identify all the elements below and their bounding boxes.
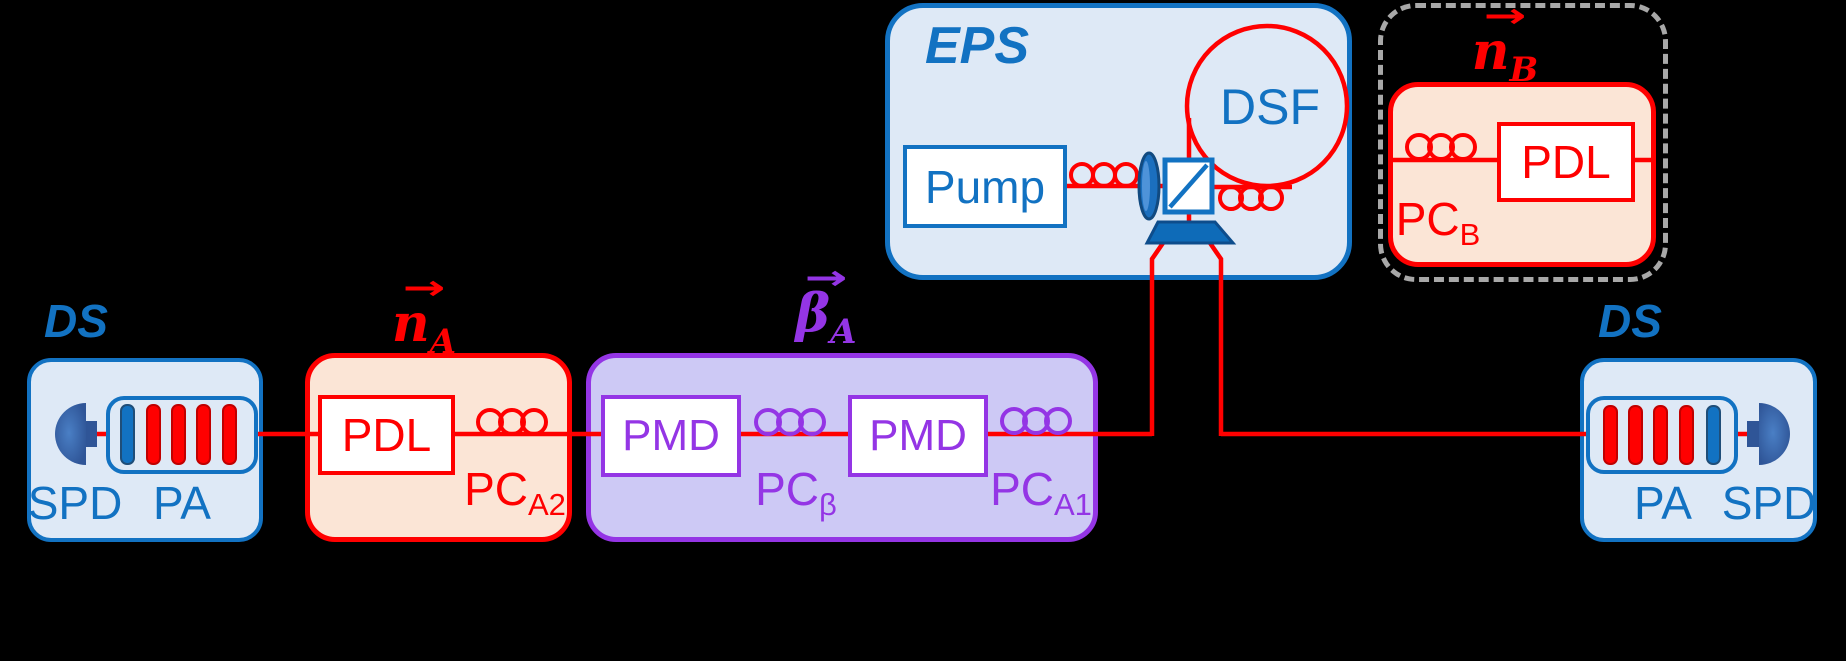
pc-beta-base: PC — [755, 463, 820, 515]
pc-a1-label: PCA1 — [990, 466, 1092, 520]
pc-a1-sub: A1 — [1053, 487, 1092, 522]
pump-label: Pump — [924, 160, 1046, 213]
eps-box — [885, 3, 1352, 280]
dsf-label: DSF — [1220, 79, 1320, 135]
pc-a1-coil-icon — [1000, 407, 1072, 435]
pdl-b-label: PDL — [1521, 136, 1611, 188]
na-vector-sub: A — [429, 322, 457, 362]
ds-left-title: DS — [44, 295, 108, 347]
na-vector-letter: n — [391, 293, 430, 354]
spd-left-label: SPD — [27, 477, 123, 529]
spd-right-icon — [1747, 403, 1790, 465]
pc-a2-coil-icon — [476, 408, 548, 436]
pa-left-icon — [106, 396, 258, 474]
pdl-b-box: PDL — [1497, 122, 1635, 202]
pc-beta-label: PCβ — [755, 466, 837, 520]
vector-arrow-icon: → — [804, 258, 848, 298]
na-vector-label: → nA — [391, 271, 457, 362]
beta-vector-letter: β — [795, 283, 831, 344]
pc-a2-sub: A2 — [527, 487, 566, 522]
pmd-2-box: PMD — [848, 395, 988, 477]
loop-coil-icon — [1218, 185, 1284, 211]
beta-vector-label: → βA — [795, 261, 857, 352]
pc-beta-sub: β — [819, 487, 837, 522]
pdl-a-label: PDL — [341, 409, 432, 461]
pmd-2-label: PMD — [869, 411, 967, 460]
eps-title: EPS — [925, 17, 1030, 75]
pc-b-label: PCB — [1396, 196, 1481, 250]
lens-icon — [1137, 151, 1161, 221]
pc-a1-base: PC — [990, 463, 1054, 515]
spd-left-icon — [55, 403, 97, 465]
pc-a2-label: PCA2 — [464, 466, 566, 520]
pc-b-base: PC — [1395, 193, 1460, 245]
pmd-1-box: PMD — [601, 395, 741, 477]
vector-arrow-icon: → — [1483, 0, 1527, 36]
spd-right-label: SPD — [1721, 477, 1817, 529]
nb-vector-sub: B — [1509, 50, 1539, 90]
pa-right-icon — [1586, 396, 1738, 474]
nb-vector-label: → nB — [1471, 0, 1539, 90]
vector-arrow-icon: → — [402, 268, 446, 308]
pmd-1-label: PMD — [622, 411, 720, 460]
beta-vector-sub: A — [830, 312, 857, 352]
pc-b-coil-icon — [1405, 133, 1477, 161]
pa-right-label: PA — [1634, 477, 1692, 529]
pc-b-sub: B — [1459, 217, 1481, 252]
pc-beta-coil-icon — [754, 408, 826, 436]
pump-coil-icon — [1069, 162, 1139, 188]
ds-right-title: DS — [1598, 295, 1662, 347]
fiber-eps-left-leg — [1149, 241, 1165, 436]
fiber-eps-right-leg — [1208, 241, 1224, 436]
pdl-a-box: PDL — [318, 395, 455, 475]
nb-dashed-box — [1378, 3, 1668, 282]
pump-box: Pump — [903, 145, 1067, 228]
beam-splitter-icon — [1162, 157, 1215, 215]
wdm-prism-icon — [1144, 220, 1237, 245]
nb-vector-letter: n — [1471, 21, 1510, 82]
pa-left-label: PA — [153, 477, 211, 529]
pc-a2-base: PC — [464, 463, 528, 515]
